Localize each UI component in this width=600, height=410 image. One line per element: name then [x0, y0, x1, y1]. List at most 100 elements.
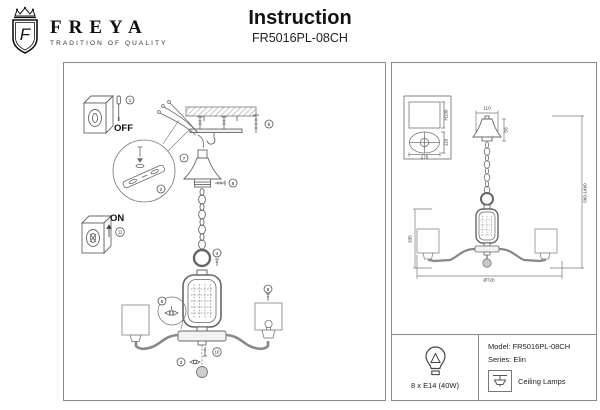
chain — [198, 187, 206, 250]
step-marker-bracket: 6 — [264, 119, 274, 129]
wing-nut-icon — [164, 306, 179, 317]
step-marker-finial: 3 — [176, 357, 186, 367]
cage-body — [475, 204, 499, 247]
screw-icon — [215, 258, 219, 266]
assembly-diagram: 6 7 — [80, 94, 283, 378]
screw-icon — [197, 116, 203, 129]
spec-model: Model: FR5016PL-08CH — [488, 342, 571, 351]
ceiling-surface — [185, 106, 257, 121]
hook-icon — [206, 132, 216, 145]
dim-suspension-line — [550, 115, 584, 269]
screw-icon — [221, 116, 227, 129]
step-marker-hub: 10 — [212, 347, 222, 357]
page-title: Instruction — [248, 7, 352, 29]
ceiling-detail-circle — [112, 119, 191, 203]
dim-suspension-height: 560-1460 — [583, 183, 588, 203]
step-marker-on: 11 — [115, 227, 125, 237]
dim-inset-height: H130 — [444, 109, 449, 120]
ball-finial — [482, 258, 492, 268]
svg-text:5: 5 — [161, 299, 164, 305]
dim-canopy-width-line — [475, 110, 499, 134]
left-shade — [416, 228, 440, 254]
brand-block: FREYA TRADITION OF QUALITY — [50, 18, 167, 47]
chain — [483, 141, 491, 195]
step-marker-ceiling-detail: 2 — [156, 184, 166, 194]
left-shade — [121, 304, 150, 336]
arm-detail-circle — [157, 296, 187, 330]
right-socket — [261, 329, 276, 339]
ceiling-lamp-icon — [488, 370, 512, 392]
right-shade — [534, 228, 558, 254]
svg-text:2: 2 — [160, 187, 163, 193]
step-marker-off: 1 — [125, 95, 135, 105]
freya-crest-icon: F — [12, 6, 38, 54]
assembly-panel: 6 7 — [63, 62, 386, 401]
dim-canopy-height: 50 — [504, 127, 509, 133]
hub-plate — [177, 330, 227, 346]
cage-body — [182, 269, 222, 332]
dim-canopy-height-line — [502, 118, 506, 142]
meta-cell: Model: FR5016PL-08CH Series: Elin Ceilin… — [479, 335, 596, 400]
screw-icon — [135, 146, 145, 169]
step-marker-ring: 4 — [212, 248, 222, 266]
bulb-spec-cell: 8 x E14 (40W) — [392, 335, 479, 400]
freya-logo: F FREYA TRADITION OF QUALITY — [6, 6, 167, 56]
category-row: Ceiling Lamps — [488, 370, 596, 392]
right-socket — [539, 252, 551, 260]
screw-icon — [215, 180, 226, 186]
brand-name: FREYA — [50, 17, 149, 38]
category-label: Ceiling Lamps — [518, 376, 566, 386]
dimension-diagram: H130 110 170 110 50 — [403, 95, 588, 283]
off-label: OFF — [114, 123, 133, 134]
dim-diameter-line — [416, 255, 563, 279]
right-shade — [254, 302, 283, 331]
hook-icon — [197, 134, 204, 149]
svg-text:1: 1 — [129, 98, 132, 104]
hub-plate — [474, 245, 500, 256]
dim-inset-width: 170 — [421, 155, 429, 160]
svg-text:9: 9 — [267, 287, 270, 293]
svg-text:3: 3 — [180, 360, 183, 366]
on-label: ON — [110, 213, 124, 224]
arrow-up-icon — [106, 224, 112, 237]
svg-text:10: 10 — [215, 350, 220, 355]
left-arm — [134, 333, 179, 351]
svg-text:11: 11 — [118, 230, 123, 235]
right-arm — [498, 247, 547, 263]
dim-canopy-width: 110 — [483, 106, 491, 111]
dim-body-height: 335 — [408, 235, 413, 243]
dim-inset-depth: 110 — [444, 138, 449, 146]
svg-text:8: 8 — [232, 181, 235, 187]
mounting-bracket — [189, 114, 259, 145]
spec-series: Series: Elin — [488, 355, 526, 364]
bulb-icon — [424, 346, 446, 376]
left-socket — [422, 252, 434, 260]
svg-text:F: F — [20, 25, 32, 44]
step-marker-arm-detail: 5 — [157, 296, 167, 306]
dimensions-panel: H130 110 170 110 50 — [391, 62, 597, 401]
off-switch — [82, 94, 121, 135]
wing-nut-icon — [189, 359, 201, 365]
title-block: Instruction FR5016PL-08CH — [0, 7, 600, 45]
canopy-profile — [472, 115, 502, 142]
svg-text:7: 7 — [183, 156, 186, 162]
supply-wires — [157, 100, 204, 149]
screw-icon — [266, 293, 270, 301]
step-marker-shade: 9 — [263, 284, 273, 301]
screw-icon — [203, 347, 207, 357]
step-marker-canopy: 8 — [228, 178, 238, 188]
dim-body-height-line — [413, 208, 432, 269]
suspension-ring — [480, 192, 494, 206]
suspension-ring — [192, 248, 212, 268]
bulb-spec: 8 x E14 (40W) — [411, 381, 459, 390]
brand-tagline: TRADITION OF QUALITY — [50, 40, 168, 47]
right-arm — [225, 333, 270, 351]
screw-icon — [253, 114, 259, 133]
model-number: FR5016PL-08CH — [252, 31, 348, 45]
left-arm — [427, 247, 476, 263]
on-switch — [80, 214, 113, 255]
header: F FREYA TRADITION OF QUALITY Instruction… — [0, 0, 600, 60]
screwdriver-icon — [116, 95, 121, 121]
dim-diameter: Ø720 — [483, 278, 495, 283]
